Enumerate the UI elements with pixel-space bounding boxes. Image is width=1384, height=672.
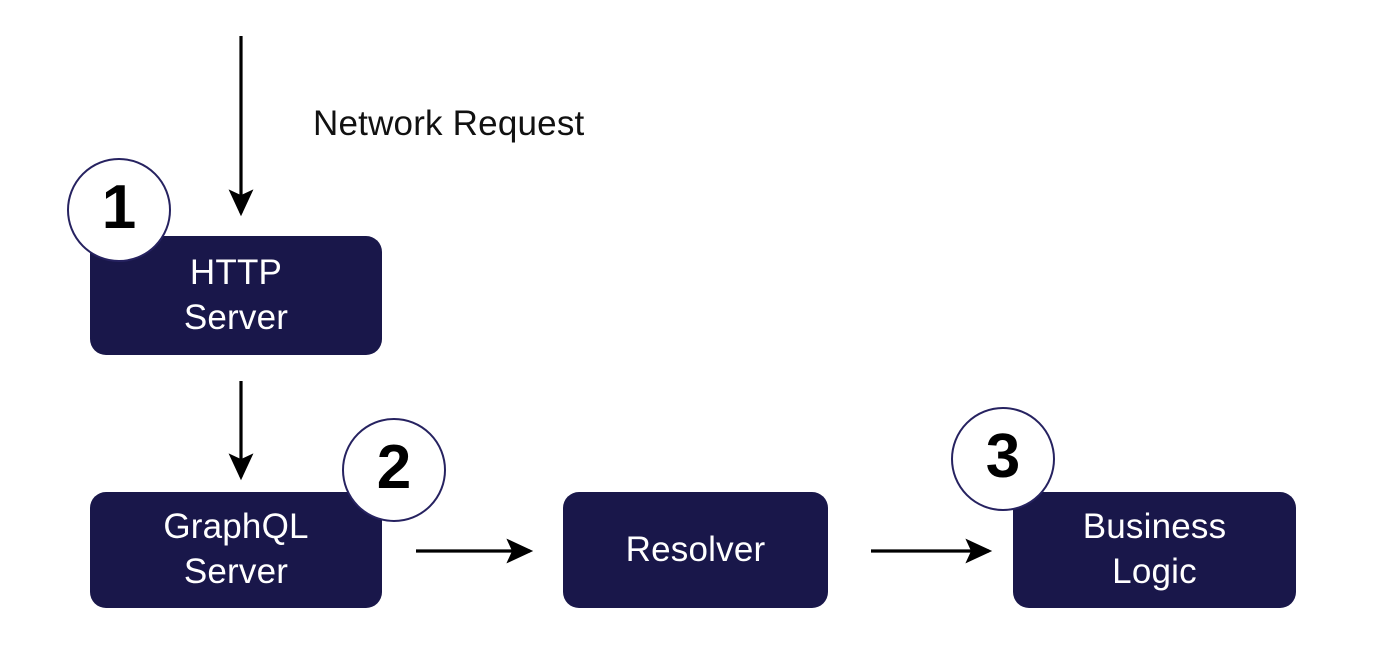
node-resolver-label: Resolver (625, 529, 766, 569)
step-badge-3-label: 3 (985, 422, 1021, 491)
step-badge-2[interactable]: 2 (342, 418, 446, 522)
node-business-logic-label: Business Logic (1082, 507, 1227, 591)
step-badge-3[interactable]: 3 (951, 407, 1055, 511)
node-business-logic[interactable]: Business Logic (1013, 492, 1296, 608)
node-graphql-server[interactable]: GraphQL Server (90, 492, 382, 608)
step-badge-1-label: 1 (101, 173, 137, 242)
node-http-server-label: HTTP Server (183, 252, 289, 337)
step-badge-2-label: 2 (376, 433, 412, 502)
step-badge-1[interactable]: 1 (67, 158, 171, 262)
node-graphql-server-label: GraphQL Server (163, 507, 309, 591)
edge-label-network-request: Network Request (313, 104, 585, 143)
node-resolver[interactable]: Resolver (563, 492, 828, 608)
